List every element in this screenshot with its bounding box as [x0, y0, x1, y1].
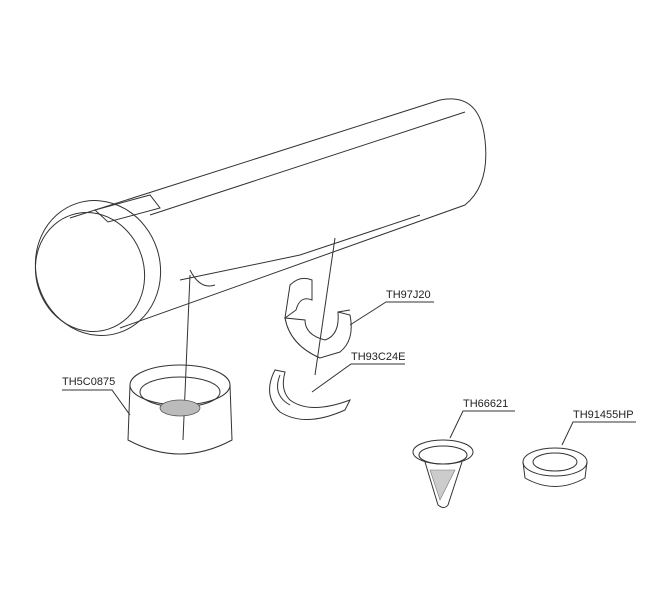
label-washer: TH91455HP: [561, 409, 636, 446]
faucet-spout-body: [34, 98, 487, 441]
part-number-th91455hp: TH91455HP: [573, 409, 634, 421]
clip-part: [284, 277, 352, 359]
label-clip: TH97J20: [349, 289, 434, 326]
part-number-th66621: TH66621: [463, 398, 508, 410]
label-aerator: TH5C0875: [62, 376, 131, 416]
part-number-th5c0875: TH5C0875: [62, 376, 115, 388]
aerator-part: [127, 364, 233, 455]
part-number-th93c24e: TH93C24E: [351, 351, 405, 363]
part-number-th97j20: TH97J20: [386, 289, 431, 301]
label-strainer: TH66621: [449, 398, 515, 439]
label-gasket: TH93C24E: [311, 351, 405, 393]
gasket-part: [269, 369, 352, 421]
washer-part: [522, 447, 588, 487]
strainer-part: [412, 439, 474, 508]
